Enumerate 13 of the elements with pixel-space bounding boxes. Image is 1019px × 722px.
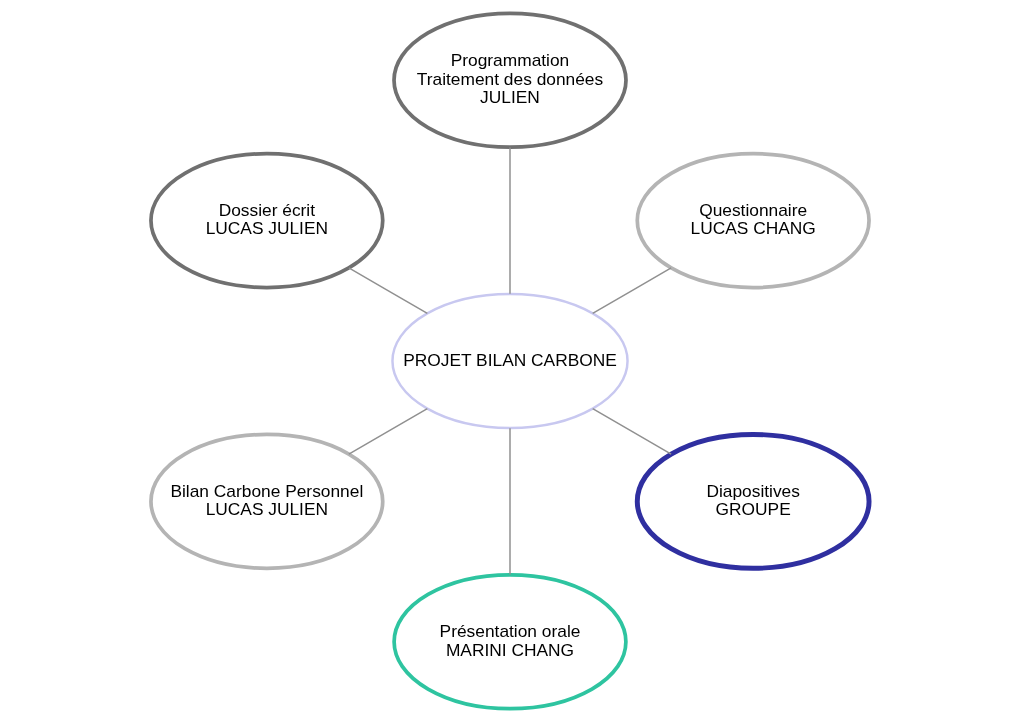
connector <box>508 427 511 576</box>
node-ellipse: Dossier écrit LUCAS JULIEN <box>148 151 385 290</box>
node-ellipse: PROJET BILAN CARBONE <box>390 292 629 430</box>
connector <box>591 407 672 455</box>
connector <box>508 146 511 295</box>
node-ellipse: Bilan Carbone Personnel LUCAS JULIEN <box>148 432 385 571</box>
node-ellipse: Programmation Traitement des données JULIEN <box>391 11 628 149</box>
connector <box>347 267 428 314</box>
connector <box>347 407 428 455</box>
node-ellipse: Questionnaire LUCAS CHANG <box>634 151 871 290</box>
node-ellipse: Diapositives GROUPE <box>634 431 871 571</box>
node-ellipse: Présentation orale MARINI CHANG <box>391 573 628 711</box>
connector <box>591 267 672 314</box>
